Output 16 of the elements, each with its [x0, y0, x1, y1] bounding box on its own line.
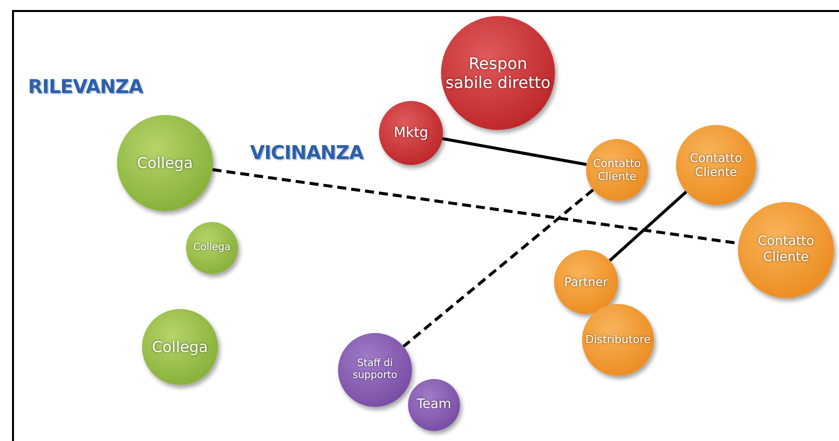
stakeholder-bubble: Contatto Cliente [586, 139, 648, 201]
stakeholder-bubble: Partner [554, 250, 618, 314]
stakeholder-bubble: Contatto Cliente [738, 202, 834, 298]
axis-title: RILEVANZA [28, 76, 143, 98]
stakeholder-bubble: Collega [117, 115, 213, 211]
stakeholder-bubble: Distributore [582, 304, 654, 376]
stakeholder-bubble: Staff di supporto [338, 333, 412, 407]
stakeholder-bubble: Team [408, 379, 460, 431]
connector-line [442, 137, 587, 166]
stakeholder-bubble: Mktg [379, 101, 443, 165]
dashed-connector [402, 188, 594, 348]
stakeholder-bubble: Collega [186, 222, 238, 274]
stakeholder-bubble: Respon sabile diretto [441, 16, 555, 130]
axis-title: VICINANZA [250, 142, 364, 164]
stakeholder-bubble: Contatto Cliente [676, 125, 756, 205]
stakeholder-bubble: Collega [142, 309, 218, 385]
